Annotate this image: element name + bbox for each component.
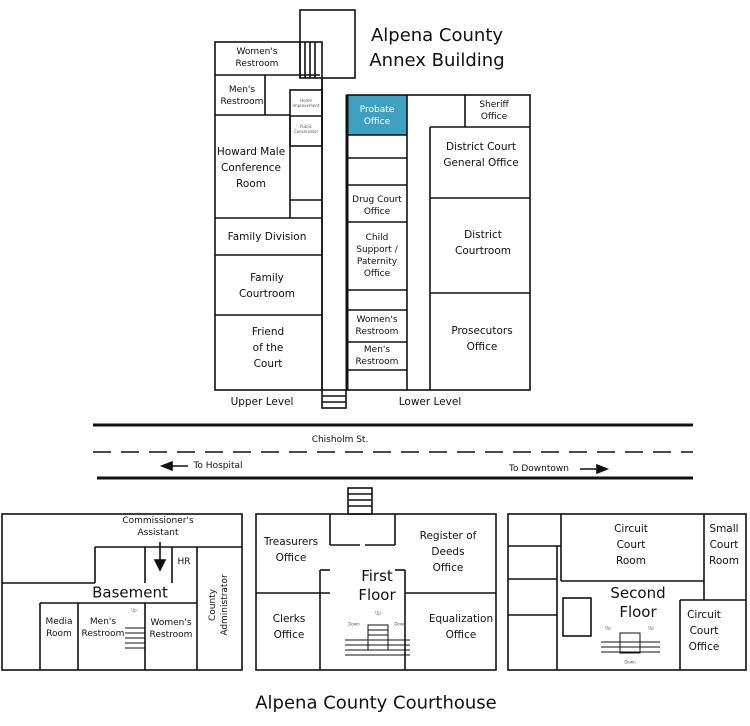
stair-down-label: Down bbox=[624, 659, 636, 665]
room-county-administrator[interactable]: County Administrator bbox=[208, 574, 230, 636]
room-prosecutors-office[interactable]: Prosecutors Office bbox=[451, 325, 513, 353]
room-treasurers-office[interactable]: Treasurers Office bbox=[263, 536, 319, 564]
courthouse-title: Alpena County Courthouse bbox=[255, 692, 497, 714]
second-floor-walls bbox=[507, 513, 747, 671]
room-howard-male-conference[interactable]: Howard Male Conference Room bbox=[216, 146, 286, 190]
first-floor-title: First Floor bbox=[358, 567, 396, 604]
annex-title: Alpena County Annex Building bbox=[369, 25, 505, 71]
room-drug-court-office[interactable]: Drug Court Office bbox=[352, 195, 402, 217]
second-floor-title: Second Floor bbox=[610, 584, 666, 621]
annex-lower-walls bbox=[345, 94, 531, 391]
room-hr[interactable]: HR bbox=[177, 557, 191, 567]
room-district-court-general[interactable]: District Court General Office bbox=[443, 141, 519, 169]
room-public-conservator[interactable]: Public Conservator bbox=[293, 124, 319, 134]
room-media-room[interactable]: Media Room bbox=[45, 617, 73, 639]
stair-up-label: Up bbox=[375, 610, 381, 616]
room-family-courtroom[interactable]: Family Courtroom bbox=[238, 272, 296, 300]
room-mens-restroom-lower[interactable]: Men's Restroom bbox=[355, 345, 399, 367]
room-mens-restroom-upper[interactable]: Men's Restroom bbox=[220, 85, 264, 107]
street-name: Chisholm St. bbox=[311, 435, 369, 445]
room-district-courtroom[interactable]: District Courtroom bbox=[454, 229, 512, 257]
room-commissioners-assistant[interactable]: Commissioner's Assistant bbox=[122, 516, 194, 538]
room-probate-office[interactable]: Probate Office bbox=[359, 105, 395, 127]
stair-up-left-label: Up bbox=[605, 625, 611, 631]
to-downtown-label: To Downtown bbox=[509, 464, 569, 474]
basement-title: Basement bbox=[92, 583, 168, 602]
room-clerks-office[interactable]: Clerks Office bbox=[272, 613, 306, 641]
stair-down-left-label: Down bbox=[348, 621, 360, 627]
room-sheriff-office[interactable]: Sheriff Office bbox=[479, 100, 509, 122]
room-child-support-paternity[interactable]: Child Support / Paternity Office bbox=[356, 233, 398, 279]
room-womens-restroom-basement[interactable]: Women's Restroom bbox=[149, 618, 193, 640]
annex-upper-walls bbox=[214, 9, 356, 409]
stair-up-label: Up bbox=[131, 607, 137, 613]
room-mens-restroom-basement[interactable]: Men's Restroom bbox=[81, 617, 125, 639]
room-equalization-office[interactable]: Equalization Office bbox=[428, 613, 494, 641]
basement-walls bbox=[1, 513, 243, 671]
room-register-of-deeds[interactable]: Register of Deeds Office bbox=[419, 530, 477, 574]
stair-up-right-label: Up bbox=[648, 625, 654, 631]
room-small-court-room[interactable]: Small Court Room bbox=[709, 523, 739, 567]
upper-level-label: Upper Level bbox=[230, 396, 294, 408]
room-circuit-court-office[interactable]: Circuit Court Office bbox=[687, 609, 721, 653]
room-circuit-court-room[interactable]: Circuit Court Room bbox=[614, 523, 648, 567]
room-family-division[interactable]: Family Division bbox=[227, 231, 307, 243]
to-hospital-label: To Hospital bbox=[193, 461, 243, 471]
room-friend-of-the-court[interactable]: Friend of the Court bbox=[251, 326, 285, 370]
lower-level-label: Lower Level bbox=[398, 396, 462, 408]
room-home-improvement[interactable]: Home Improvement bbox=[292, 98, 320, 108]
first-floor-walls bbox=[255, 487, 497, 671]
room-womens-restroom-upper[interactable]: Women's Restroom bbox=[235, 47, 279, 69]
street-lines bbox=[93, 423, 693, 480]
room-womens-restroom-lower[interactable]: Women's Restroom bbox=[355, 315, 399, 337]
stair-down-right-label: Down bbox=[394, 621, 406, 627]
